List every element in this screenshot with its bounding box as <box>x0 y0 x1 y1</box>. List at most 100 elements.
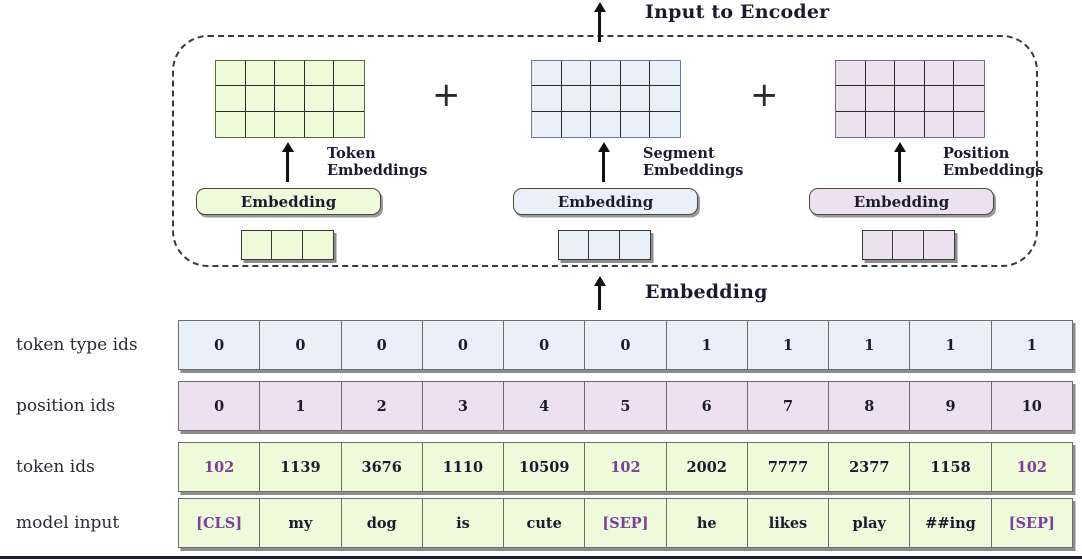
table-cell: 1 <box>829 321 911 369</box>
matrix-cell <box>304 86 335 112</box>
matrix-cell <box>895 111 925 137</box>
table-cell: my <box>260 499 342 547</box>
token-embedding-layer-button[interactable]: Embedding <box>196 188 381 215</box>
matrix-cell <box>865 61 896 87</box>
matrix-cell <box>591 111 621 137</box>
table-cell: 0 <box>179 382 261 430</box>
plus-sign-2: + <box>750 75 779 115</box>
table-row-position-ids: 0 1 2 3 4 5 6 7 8 9 10 <box>178 381 1073 431</box>
token-embedding-layer-label: Embedding <box>240 192 337 211</box>
strip-cell <box>559 231 590 259</box>
matrix-cell <box>895 86 925 112</box>
table-cell: ##ing <box>910 499 992 547</box>
table-cell: 9 <box>910 382 992 430</box>
table-cell: 10509 <box>504 443 586 491</box>
table-cell: cute <box>504 499 586 547</box>
segment-embeddings-caption: Segment Embeddings <box>643 145 744 180</box>
table-cell: he <box>666 499 748 547</box>
segment-embedding-layer-button[interactable]: Embedding <box>513 188 698 215</box>
matrix-cell <box>334 111 364 137</box>
matrix-cell <box>532 111 562 137</box>
matrix-cell <box>591 61 621 87</box>
token-embeddings-matrix <box>215 60 365 138</box>
matrix-cell <box>620 111 651 137</box>
table-cell: 0 <box>179 321 261 369</box>
embedding-input-arrow-icon <box>598 284 601 310</box>
matrix-cell <box>245 61 276 87</box>
table-cell: 7777 <box>747 443 830 491</box>
table-cell: likes <box>747 499 830 547</box>
table-cell: 0 <box>422 321 505 369</box>
position-embeddings-caption: Position Embeddings <box>943 145 1044 180</box>
table-cell: dog <box>341 499 423 547</box>
strip-cell <box>923 231 954 259</box>
matrix-cell <box>216 86 246 112</box>
matrix-cell <box>216 61 246 87</box>
matrix-cell <box>532 86 562 112</box>
table-cell: 4 <box>504 382 586 430</box>
table-cell: 1139 <box>260 443 342 491</box>
matrix-cell <box>620 61 651 87</box>
table-cell: 1 <box>666 321 748 369</box>
matrix-cell <box>334 61 364 87</box>
matrix-cell <box>334 86 364 112</box>
matrix-cell <box>561 111 592 137</box>
table-cell: 5 <box>585 382 667 430</box>
segment-embedding-arrow-icon <box>602 150 605 182</box>
embedding-stage-title: Embedding <box>645 281 768 303</box>
matrix-cell <box>954 61 984 87</box>
table-cell: 2377 <box>829 443 911 491</box>
table-cell: [CLS] <box>179 499 261 547</box>
matrix-cell <box>532 61 562 87</box>
table-cell: 7 <box>747 382 830 430</box>
bottom-rule-divider <box>0 556 1082 559</box>
matrix-cell <box>620 86 651 112</box>
token-embeddings-caption: Token Embeddings <box>327 145 428 180</box>
segment-embedding-layer-label: Embedding <box>557 192 654 211</box>
strip-cell <box>302 231 333 259</box>
matrix-cell <box>836 111 866 137</box>
row-label-position-ids: position ids <box>16 396 116 416</box>
position-embedding-layer-button[interactable]: Embedding <box>809 188 994 215</box>
matrix-cell <box>275 61 305 87</box>
table-cell: 3676 <box>341 443 423 491</box>
matrix-cell <box>924 61 955 87</box>
matrix-cell <box>836 61 866 87</box>
table-cell: [SEP] <box>585 499 667 547</box>
row-label-token-type-ids: token type ids <box>16 335 138 355</box>
table-row-token-type-ids: 0 0 0 0 0 0 1 1 1 1 1 <box>178 320 1073 370</box>
strip-cell <box>272 231 303 259</box>
table-cell: 0 <box>260 321 342 369</box>
matrix-cell <box>954 86 984 112</box>
table-cell: [SEP] <box>991 499 1072 547</box>
table-row-token-ids: 102 1139 3676 1110 10509 102 2002 7777 2… <box>178 442 1073 492</box>
matrix-cell <box>561 61 592 87</box>
table-cell: 1110 <box>422 443 505 491</box>
encoder-output-arrow-icon <box>598 10 601 42</box>
table-cell: 2002 <box>666 443 748 491</box>
token-ids-input-strip <box>241 230 334 260</box>
strip-cell <box>863 231 894 259</box>
strip-cell <box>619 231 650 259</box>
matrix-cell <box>245 86 276 112</box>
matrix-cell <box>865 111 896 137</box>
row-label-model-input: model input <box>16 513 120 533</box>
strip-cell <box>589 231 620 259</box>
table-cell: 1 <box>747 321 830 369</box>
token-embedding-arrow-icon <box>286 150 289 182</box>
table-cell: 1 <box>910 321 992 369</box>
table-cell: 102 <box>585 443 667 491</box>
table-cell: 0 <box>504 321 586 369</box>
table-cell: 0 <box>585 321 667 369</box>
matrix-cell <box>954 111 984 137</box>
matrix-cell <box>924 86 955 112</box>
matrix-cell <box>275 86 305 112</box>
matrix-cell <box>650 111 680 137</box>
token-type-ids-input-strip <box>558 230 651 260</box>
matrix-cell <box>216 111 246 137</box>
table-cell: 2 <box>341 382 423 430</box>
table-cell: 3 <box>422 382 505 430</box>
segment-embeddings-matrix <box>531 60 681 138</box>
matrix-cell <box>650 61 680 87</box>
